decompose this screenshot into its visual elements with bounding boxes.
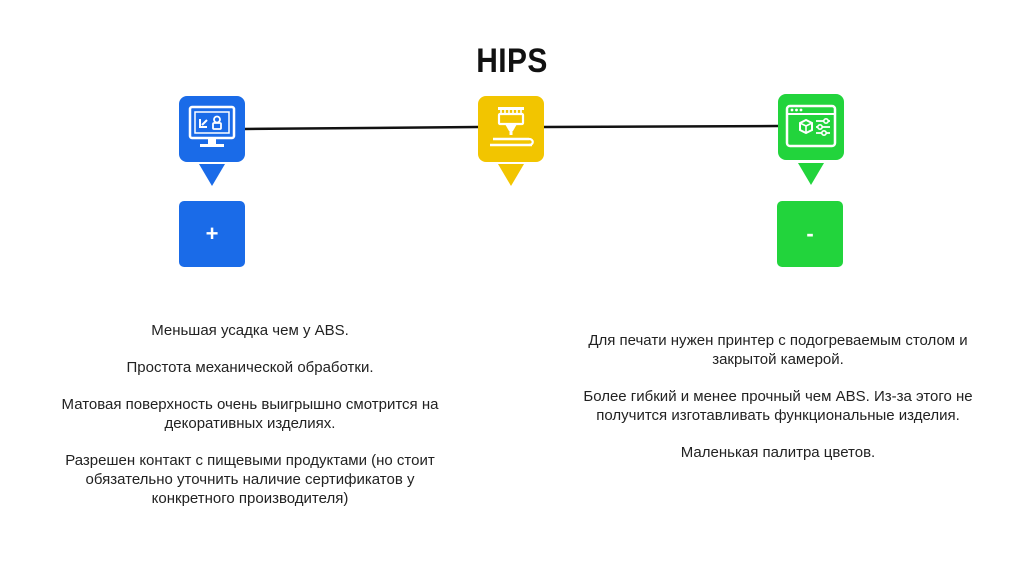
3d-printer-nozzle-icon xyxy=(490,107,534,147)
cons-item: Для печати нужен принтер с подогреваемым… xyxy=(588,332,968,368)
computer-monitor-icon xyxy=(188,105,236,147)
pros-item: Простота механической обработки. xyxy=(126,359,374,376)
page-title: HIPS xyxy=(476,42,548,80)
pros-badge: + xyxy=(179,201,245,267)
cons-item: Маленькая палитра цветов. xyxy=(680,444,876,461)
pros-item: Меньшая усадка чем у ABS. xyxy=(151,322,349,339)
printer-tile xyxy=(478,96,544,162)
settings-pointer xyxy=(798,163,824,185)
pros-list: Меньшая усадка чем у ABS. Простота механ… xyxy=(40,321,460,526)
printer-pointer xyxy=(498,164,524,186)
browser-settings-cube-icon xyxy=(785,104,837,148)
pros-item: Матовая поверхность очень выигрышно смот… xyxy=(61,396,439,432)
monitor-pointer xyxy=(199,164,225,186)
cons-badge: - xyxy=(777,201,843,267)
pros-item: Разрешен контакт с пищевыми продуктами (… xyxy=(65,452,435,507)
cons-item: Более гибкий и менее прочный чем ABS. Из… xyxy=(583,388,973,424)
monitor-tile xyxy=(179,96,245,162)
cons-list: Для печати нужен принтер с подогреваемым… xyxy=(566,331,990,480)
settings-tile xyxy=(778,94,844,160)
